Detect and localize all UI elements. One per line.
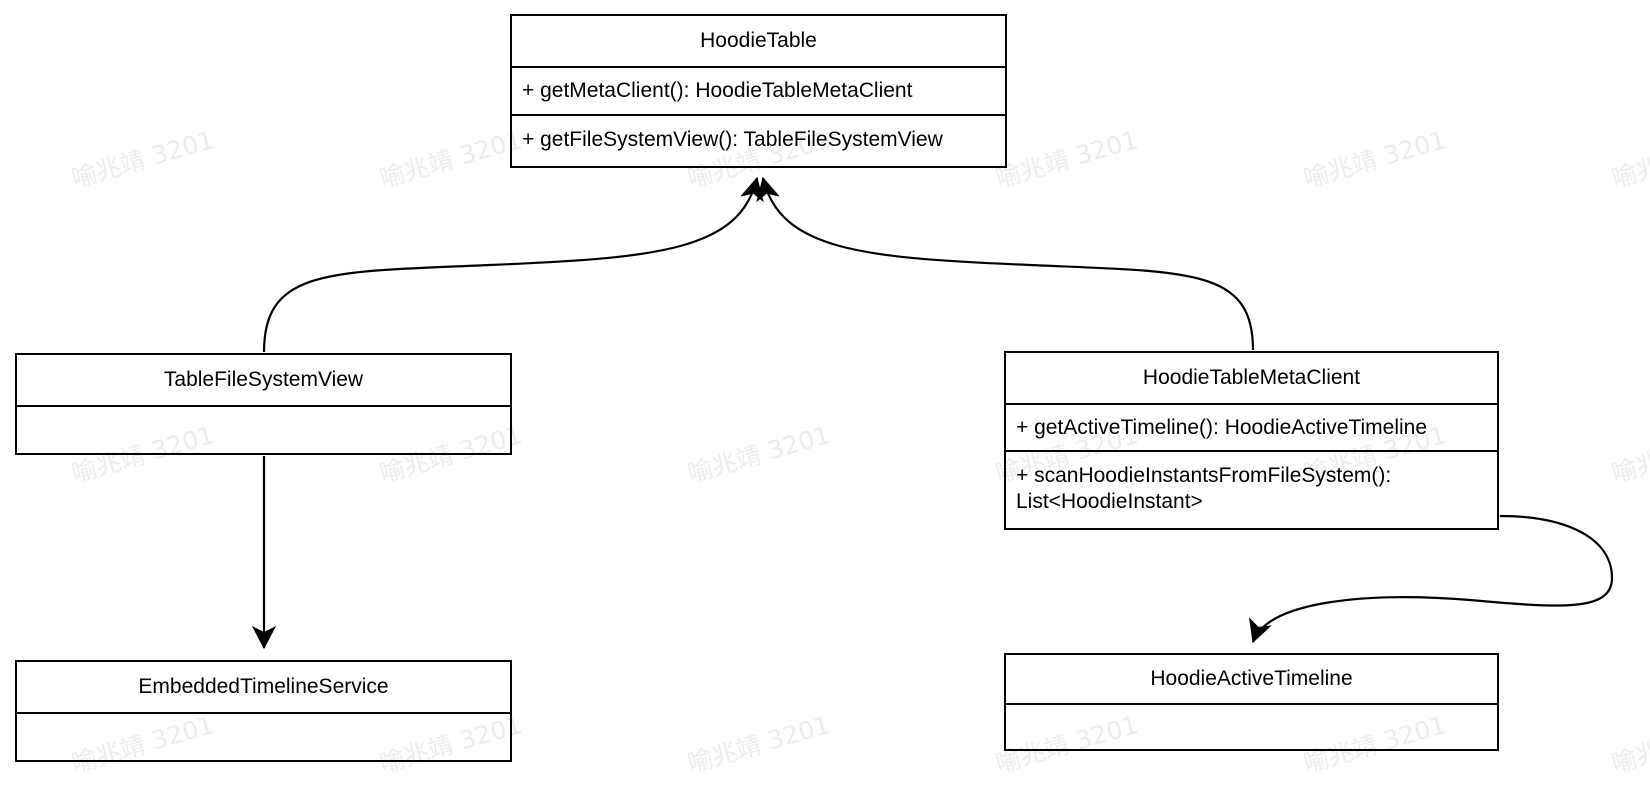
watermark-text: 喻兆靖 3201 (1608, 125, 1650, 194)
uml-class-name: TableFileSystemView (17, 355, 510, 407)
uml-class-hoodietable[interactable]: HoodieTable + getMetaClient(): HoodieTab… (510, 14, 1007, 168)
uml-class-name: HoodieTableMetaClient (1006, 353, 1497, 405)
watermark-text: 喻兆靖 3201 (1608, 710, 1650, 779)
edge-hoodietablemetaclient-to-hoodieactivetimeline (1249, 514, 1614, 644)
uml-class-name: HoodieTable (512, 16, 1005, 68)
uml-member-compartment-empty (17, 714, 510, 760)
uml-class-name: HoodieActiveTimeline (1006, 655, 1497, 705)
watermark-text: 喻兆靖 3201 (684, 420, 834, 489)
edge-hoodietablemetaclient-to-hoodietable (756, 176, 1255, 351)
uml-member: + getActiveTimeline(): HoodieActiveTimel… (1006, 405, 1497, 452)
uml-member: + getMetaClient(): HoodieTableMetaClient (512, 68, 1005, 116)
uml-member-compartment-empty (17, 407, 510, 453)
watermark-text: 喻兆靖 3201 (1608, 420, 1650, 489)
watermark-text: 喻兆靖 3201 (992, 125, 1142, 194)
uml-class-embeddedtimelineservice[interactable]: EmbeddedTimelineService (15, 660, 512, 762)
watermark-text: 喻兆靖 3201 (68, 125, 218, 194)
watermark-text: 喻兆靖 3201 (684, 710, 834, 779)
uml-class-hoodieactivetimeline[interactable]: HoodieActiveTimeline (1004, 653, 1499, 751)
uml-member: + scanHoodieInstantsFromFileSystem(): Li… (1006, 452, 1497, 528)
uml-class-hoodietablemetaclient[interactable]: HoodieTableMetaClient + getActiveTimelin… (1004, 351, 1499, 530)
uml-member-line: List<HoodieInstant> (1016, 489, 1203, 513)
uml-member-compartment-empty (1006, 705, 1497, 749)
watermark-text: 喻兆靖 3201 (1300, 125, 1450, 194)
uml-class-name: EmbeddedTimelineService (17, 662, 510, 714)
uml-member: + getFileSystemView(): TableFileSystemVi… (522, 128, 943, 151)
uml-member-line: + scanHoodieInstantsFromFileSystem(): (1016, 464, 1392, 487)
edge-tablefilesystemview-to-hoodietable (262, 176, 764, 353)
watermark-text: 喻兆靖 3201 (376, 125, 526, 194)
uml-class-tablefilesystemview[interactable]: TableFileSystemView (15, 353, 512, 455)
